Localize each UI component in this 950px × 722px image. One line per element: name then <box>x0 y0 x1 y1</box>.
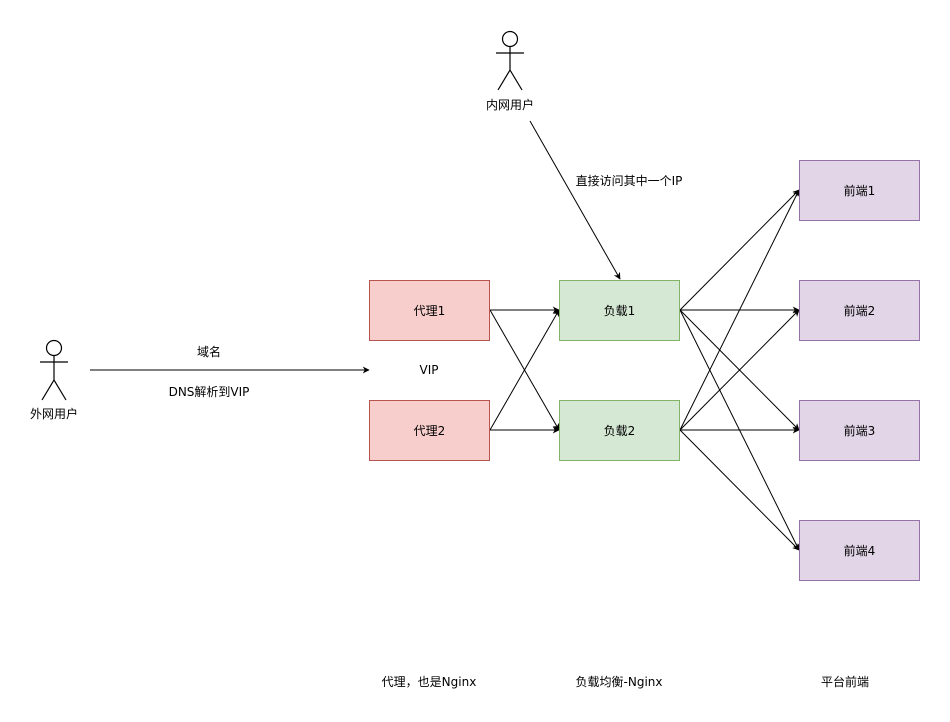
internal-user-icon <box>496 30 524 91</box>
edge-internal-to-lb1 <box>529 120 621 280</box>
external-user-icon <box>40 339 68 401</box>
edge-label-direct-ip: 直接访问其中一个IP <box>575 174 683 188</box>
frontend-4[interactable]: 前端4 <box>799 520 920 581</box>
proxy-1[interactable]: 代理1 <box>369 280 490 341</box>
internal-user-label: 内网用户 <box>485 98 535 112</box>
edge-label-dns: DNS解析到VIP <box>168 385 250 399</box>
edge-lb1-fe1 <box>679 189 800 311</box>
tier-label-proxy: 代理，也是Nginx <box>381 675 477 689</box>
external-user-label: 外网用户 <box>29 407 79 421</box>
proxy-2[interactable]: 代理2 <box>369 400 490 461</box>
edge-lb2-fe4 <box>679 429 800 551</box>
frontend-2[interactable]: 前端2 <box>799 280 920 341</box>
edge-label-domain: 域名 <box>196 345 222 359</box>
frontend-1[interactable]: 前端1 <box>799 160 920 221</box>
vip-label: VIP <box>419 363 439 377</box>
tier-label-frontend: 平台前端 <box>820 675 870 689</box>
load-balancer-1[interactable]: 负载1 <box>559 280 680 341</box>
edge-lb2-fe1 <box>679 189 800 431</box>
edge-proxy2-lb1 <box>489 309 560 431</box>
edge-lb2-fe2 <box>679 309 800 431</box>
load-balancer-2[interactable]: 负载2 <box>559 400 680 461</box>
frontend-3[interactable]: 前端3 <box>799 400 920 461</box>
tier-label-lb: 负载均衡-Nginx <box>575 675 663 689</box>
